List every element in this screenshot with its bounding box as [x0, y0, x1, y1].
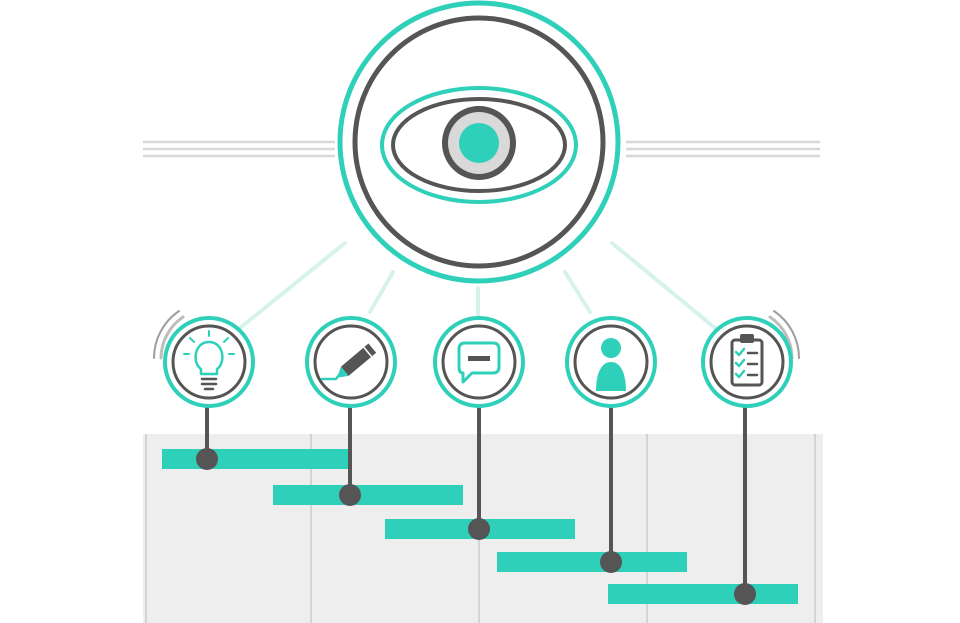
lightbulb-icon	[183, 330, 235, 391]
header-lines-left	[143, 140, 335, 158]
timeline-marker-3	[468, 518, 490, 540]
clipboard-checklist-icon	[730, 334, 764, 387]
timeline-marker-4	[600, 551, 622, 573]
central-eye-node	[337, 0, 621, 284]
phase-node-2	[305, 316, 397, 408]
phase-node-4	[565, 316, 657, 408]
phase-markers	[196, 448, 756, 605]
connector-lines	[238, 241, 717, 330]
pencil-icon	[320, 343, 377, 381]
chat-bubble-icon	[457, 341, 501, 384]
phase-node-1	[163, 316, 255, 408]
signal-arc-left	[153, 310, 185, 360]
phase-node-5	[701, 316, 793, 408]
phase-node-3	[433, 316, 525, 408]
header-lines-right	[626, 140, 820, 158]
phase-stems	[205, 407, 747, 594]
timeline-marker-5	[734, 583, 756, 605]
person-icon	[596, 338, 626, 391]
timeline-bar-4	[497, 552, 687, 572]
timeline-bar-5	[608, 584, 798, 604]
eye-icon	[380, 86, 578, 204]
timeline-bar-2	[273, 485, 463, 505]
timeline-marker-1	[196, 448, 218, 470]
timeline-bar-1	[162, 449, 348, 469]
timeline-marker-2	[339, 484, 361, 506]
